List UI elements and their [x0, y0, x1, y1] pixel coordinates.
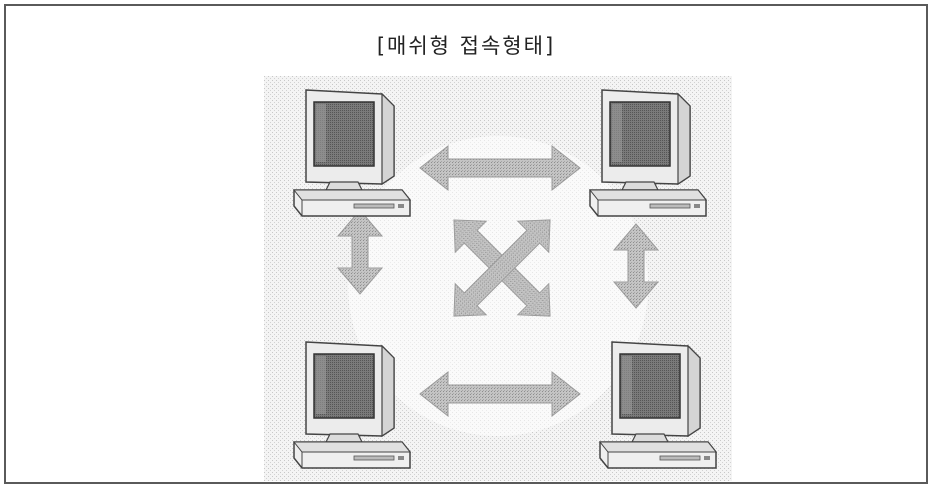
figure-title: [매쉬형 접속형태]	[376, 34, 556, 58]
mesh-topology-diagram	[264, 76, 732, 481]
computer-bottom-right	[599, 341, 717, 469]
computer-bottom-left	[293, 341, 411, 469]
figure-frame: [매쉬형 접속형태]	[4, 4, 928, 484]
computer-top-right	[589, 89, 707, 217]
computer-top-left	[293, 89, 411, 217]
